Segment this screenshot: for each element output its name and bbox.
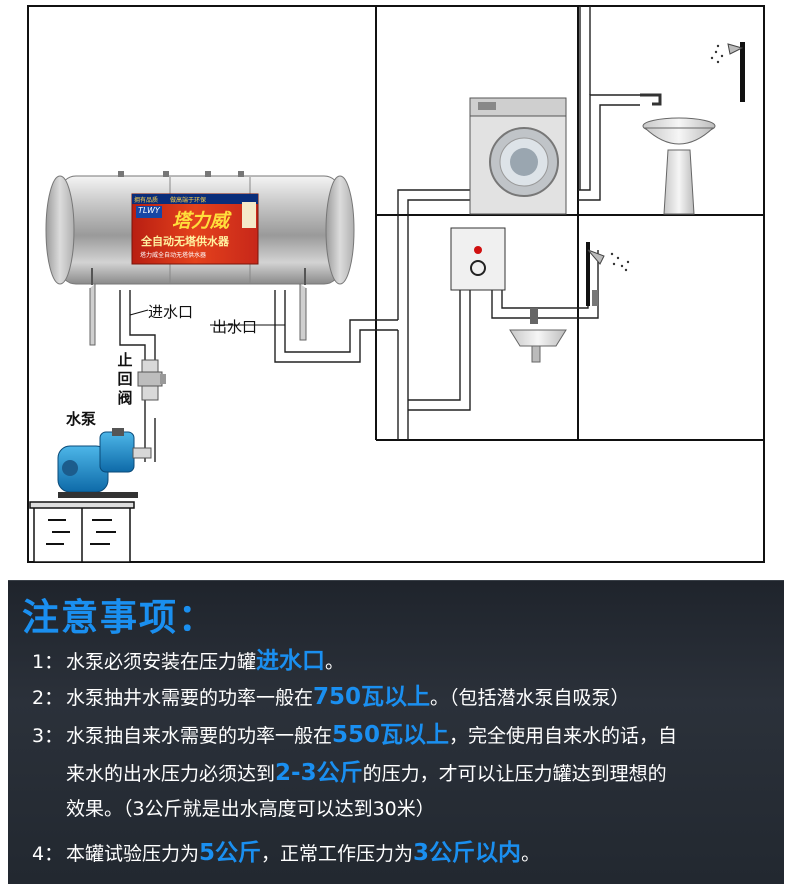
tank-brand-name: 塔力威 bbox=[172, 210, 230, 232]
water-pump bbox=[57, 428, 152, 498]
check-valve bbox=[137, 359, 166, 401]
tank-label bbox=[131, 193, 259, 265]
tank-small-text: 塔力威全自动无塔供水器 bbox=[140, 252, 207, 259]
upper-basin bbox=[640, 93, 716, 215]
note-item-2: 2：水泵抽井水需要的功率一般在750瓦以上。（包括潜水泵自吸泵） bbox=[32, 684, 630, 710]
shower-upper bbox=[710, 42, 745, 102]
note-item-3-line-2: 来水的出水压力必须达到2-3公斤的压力，才可以让压力罐达到理想的 bbox=[66, 760, 667, 786]
tank-slogan-right: 做高端于环保 bbox=[170, 197, 207, 204]
notes-panel: 注意事项： 1：水泵必须安装在压力罐进水口。 2：水泵抽井水需要的功率一般在75… bbox=[8, 580, 784, 884]
washing-machine bbox=[469, 97, 567, 215]
house-outline bbox=[27, 5, 765, 563]
note-item-4: 4：本罐试验压力为5公斤，正常工作压力为3公斤以内。 bbox=[32, 840, 541, 866]
inlet-label: 进水口 bbox=[148, 303, 194, 321]
note-item-3: 3：水泵抽自来水需要的功率一般在550瓦以上，完全使用自来水的话，自 bbox=[32, 722, 678, 748]
pressure-tank bbox=[45, 171, 355, 346]
leader-lines bbox=[129, 309, 285, 326]
check-valve-label: 止回阀 bbox=[117, 351, 133, 407]
shower-lower bbox=[586, 242, 630, 306]
water-heater bbox=[450, 227, 506, 291]
note-item-1: 1：水泵必须安装在压力罐进水口。 bbox=[32, 648, 345, 674]
tank-slogan-left: 拥有品质 bbox=[134, 197, 159, 204]
outlet-label: 出水口 bbox=[212, 318, 258, 336]
tank-product-line: 全自动无塔供水器 bbox=[141, 235, 229, 248]
pipes bbox=[119, 6, 640, 462]
notes-title: 注意事项： bbox=[22, 596, 217, 639]
lower-sink bbox=[509, 308, 567, 363]
pump-stand bbox=[29, 501, 135, 563]
tank-brand-tag: TLWY bbox=[138, 206, 160, 215]
pump-label: 水泵 bbox=[66, 410, 97, 428]
note-item-3-line-3: 效果。（3公斤就是出水高度可以达到30米） bbox=[66, 798, 435, 820]
installation-diagram bbox=[27, 5, 765, 563]
